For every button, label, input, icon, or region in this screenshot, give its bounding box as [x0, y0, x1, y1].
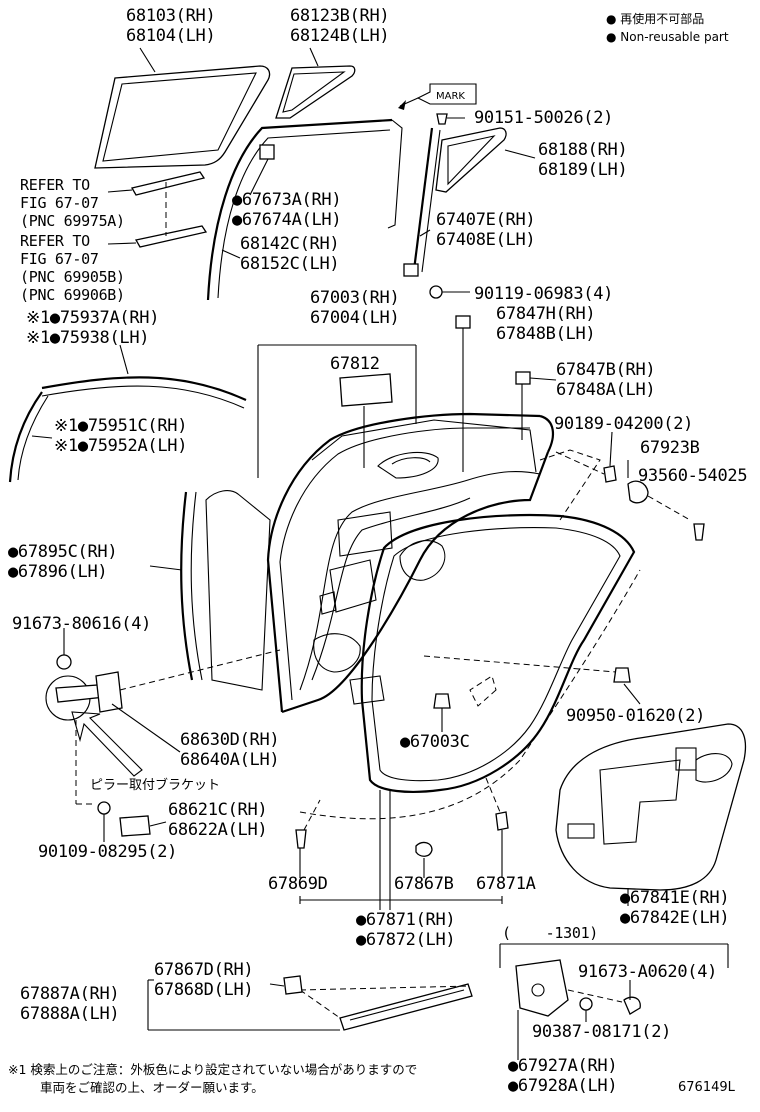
label-68622a: 68622A(LH) [168, 820, 268, 840]
label-67673a: ●67673A(RH) [232, 190, 342, 210]
footnote-line-1: ※1 検索上のご注意：外板色により設定されていない場合がありますので [8, 1062, 418, 1077]
quarter-glass-shape [275, 65, 356, 119]
refer-1-line-3: (PNC 69975A) [20, 212, 125, 230]
refer-2-line-3: (PNC 69905B) [20, 268, 125, 286]
label-67867d: 67867D(RH) [154, 960, 254, 980]
refer-2-line-4: (PNC 69906B) [20, 286, 125, 304]
range-note: ( -1301) [502, 924, 599, 942]
label-90387: 90387-08171(2) [532, 1022, 672, 1042]
label-67847h: 67847H(RH) [496, 304, 596, 324]
label-67888a: 67888A(LH) [20, 1004, 120, 1024]
label-67674a: ●67674A(LH) [232, 210, 342, 230]
label-68640a: 68640A(LH) [180, 750, 280, 770]
label-68123b: 68123B(RH) [290, 6, 390, 26]
label-67848a: 67848A(LH) [556, 380, 656, 400]
label-67841e: ●67841E(RH) [620, 888, 730, 908]
label-93560: 93560-54025 [638, 466, 748, 486]
label-67895c: ●67895C(RH) [8, 542, 118, 562]
label-68142c: 68142C(RH) [240, 234, 340, 254]
refer-2-line-2: FIG 67-07 [20, 250, 99, 268]
label-90189: 90189-04200(2) [554, 414, 694, 434]
label-90151: 90151-50026(2) [474, 108, 614, 128]
label-67887a: 67887A(RH) [20, 984, 120, 1004]
label-67842e: ●67842E(LH) [620, 908, 730, 928]
label-90950: 90950-01620(2) [566, 706, 706, 726]
label-75951c: ※1●75951C(RH) [54, 416, 188, 436]
label-68189: 68189(LH) [538, 160, 628, 180]
legend-line-2: ● Non-reusable part [606, 30, 729, 44]
label-67848b: 67848B(LH) [496, 324, 596, 344]
label-67868d: 67868D(LH) [154, 980, 254, 1000]
label-68152c: 68152C(LH) [240, 254, 340, 274]
label-90119: 90119-06983(4) [474, 284, 614, 304]
door-glass-shape [94, 65, 271, 169]
label-68630d: 68630D(RH) [180, 730, 280, 750]
mark-callout: MARK [436, 91, 465, 102]
label-67003c: ●67003C [400, 732, 470, 752]
refer-1-line-2: FIG 67-07 [20, 194, 99, 212]
label-67871: ●67871(RH) [356, 910, 456, 930]
label-67408e: 67408E(LH) [436, 230, 536, 250]
label-68104: 68104(LH) [126, 26, 216, 46]
label-67896: ●67896(LH) [8, 562, 108, 582]
label-67872: ●67872(LH) [356, 930, 456, 950]
label-67928a: ●67928A(LH) [508, 1076, 618, 1096]
label-68621c: 68621C(RH) [168, 800, 268, 820]
label-68124b: 68124B(LH) [290, 26, 390, 46]
legend-line-1: ● 再使用不可部品 [606, 12, 705, 26]
label-91673-a0620: 91673-A0620(4) [578, 962, 718, 982]
label-68188: 68188(RH) [538, 140, 628, 160]
label-67407e: 67407E(RH) [436, 210, 536, 230]
footnote-line-2: 車両をご確認の上、オーダー願います。 [40, 1080, 264, 1095]
label-67927a: ●67927A(RH) [508, 1056, 618, 1076]
label-75952a: ※1●75952A(LH) [54, 436, 188, 456]
label-67871a: 67871A [476, 874, 536, 894]
label-67923b: 67923B [640, 438, 700, 458]
label-67003: 67003(RH) [310, 288, 400, 308]
label-67847b: 67847B(RH) [556, 360, 656, 380]
label-75938: ※1●75938(LH) [26, 328, 150, 348]
label-67867b: 67867B [394, 874, 454, 894]
label-91673-80616: 91673-80616(4) [12, 614, 152, 634]
label-90109: 90109-08295(2) [38, 842, 178, 862]
label-75937a: ※1●75937A(RH) [26, 308, 160, 328]
refer-2-line-1: REFER TO [20, 232, 90, 250]
refer-1-line-1: REFER TO [20, 176, 90, 194]
label-67004: 67004(LH) [310, 308, 400, 328]
diagram-code: 676149L [678, 1080, 735, 1095]
label-68103: 68103(RH) [126, 6, 216, 26]
label-67812: 67812 [330, 354, 380, 374]
pillar-bracket-note: ピラー取付ブラケット [90, 778, 221, 793]
label-67869d: 67869D [268, 874, 328, 894]
